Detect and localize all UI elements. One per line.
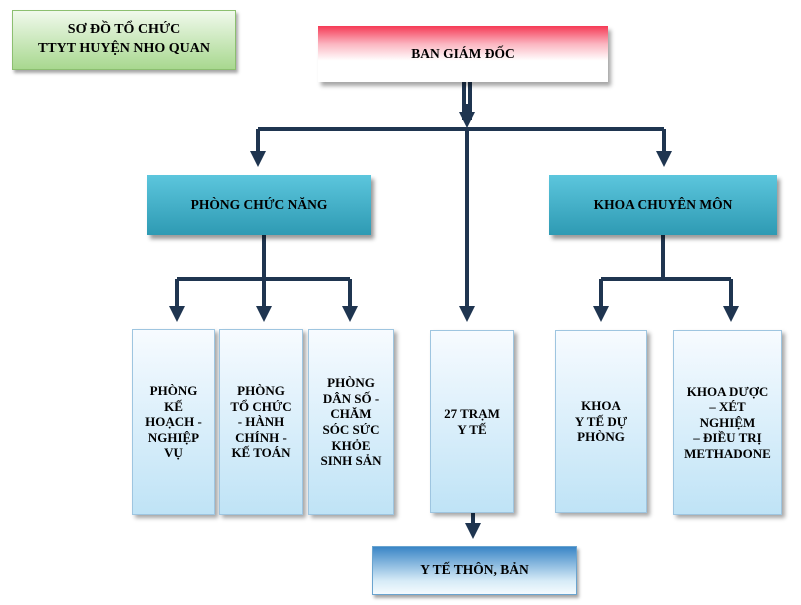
unit-text-line: CHĂM — [330, 406, 372, 422]
unit-text-line: – ĐIỀU TRỊ — [693, 430, 762, 446]
village-health-label: Y TẾ THÔN, BẢN — [420, 562, 529, 578]
unit-text-line: Y TẾ DỰ — [574, 413, 628, 429]
unit-text-line: PHÒNG — [237, 383, 285, 399]
unit-text-line: 27 TRẠM — [444, 405, 500, 421]
specialty-departments-box: KHOA CHUYÊN MÔN — [549, 175, 777, 235]
director-label: BAN GIÁM ĐỐC — [411, 45, 515, 61]
unit-text-line: CHÍNH - — [235, 429, 287, 445]
village-health-box: Y TẾ THÔN, BẢN — [372, 546, 577, 595]
unit-text-line: METHADONE — [684, 445, 771, 461]
director-box: BAN GIÁM ĐỐC — [318, 26, 608, 82]
unit-text-line: TỔ CHỨC — [230, 398, 292, 414]
unit-health-stations-box: 27 TRẠM Y TẾ — [430, 330, 514, 513]
unit-planning-label: PHÒNG KẾ HOẠCH - NGHIỆP VỤ — [145, 383, 202, 461]
unit-pharmacy-label: KHOA DƯỢC – XÉT NGHIỆM – ĐIỀU TRỊ METHAD… — [684, 384, 771, 462]
unit-text-line: NGHIỆP — [147, 429, 200, 445]
chart-title: SƠ ĐỒ TỔ CHỨC TTYT HUYỆN NHO QUAN — [12, 10, 236, 70]
unit-text-line: NGHIỆM — [699, 414, 756, 430]
chart-title-line-1: SƠ ĐỒ TỔ CHỨC — [67, 22, 181, 38]
functional-departments-label: PHÒNG CHỨC NĂNG — [190, 196, 328, 212]
unit-planning-box: PHÒNG KẾ HOẠCH - NGHIỆP VỤ — [132, 329, 215, 515]
unit-text-line: HOẠCH - — [145, 414, 202, 430]
chart-title-line-2: TTYT HUYỆN NHO QUAN — [37, 41, 211, 56]
unit-population-label: PHÒNG DÂN SỐ - CHĂM SÓC SỨC KHỎE SINH SẢ… — [320, 375, 381, 469]
unit-text-line: KHỎE — [331, 437, 371, 453]
unit-text-line: KẾ TOÁN — [231, 445, 291, 461]
unit-text-line: VỤ — [164, 445, 183, 461]
specialty-departments-label: KHOA CHUYÊN MÔN — [593, 196, 733, 212]
unit-text-line: Y TẾ — [457, 421, 487, 437]
unit-text-line: - HÀNH — [237, 414, 285, 430]
unit-text-line: PHÒNG — [149, 383, 198, 399]
unit-text-line: PHÒNG — [327, 375, 375, 391]
unit-text-line: KẾ — [164, 398, 183, 414]
functional-departments-box: PHÒNG CHỨC NĂNG — [147, 175, 371, 235]
unit-preventive-box: KHOA Y TẾ DỰ PHÒNG — [555, 330, 647, 513]
unit-health-stations-label: 27 TRẠM Y TẾ — [444, 406, 500, 437]
unit-text-line: SÓC SỨC — [322, 422, 380, 437]
unit-preventive-label: KHOA Y TẾ DỰ PHÒNG — [575, 398, 627, 445]
unit-text-line: DÂN SỐ - — [322, 390, 380, 406]
unit-text-line: – XÉT — [709, 399, 746, 415]
unit-text-line: KHOA — [581, 398, 621, 414]
unit-text-line: KHOA DƯỢC — [686, 383, 769, 399]
unit-admin-box: PHÒNG TỔ CHỨC - HÀNH CHÍNH - KẾ TOÁN — [219, 329, 303, 515]
unit-admin-label: PHÒNG TỔ CHỨC - HÀNH CHÍNH - KẾ TOÁN — [230, 383, 291, 461]
unit-text-line: SINH SẢN — [320, 453, 382, 469]
unit-pharmacy-box: KHOA DƯỢC – XÉT NGHIỆM – ĐIỀU TRỊ METHAD… — [673, 330, 782, 515]
unit-text-line: PHÒNG — [577, 429, 625, 445]
unit-population-box: PHÒNG DÂN SỐ - CHĂM SÓC SỨC KHỎE SINH SẢ… — [308, 329, 394, 515]
